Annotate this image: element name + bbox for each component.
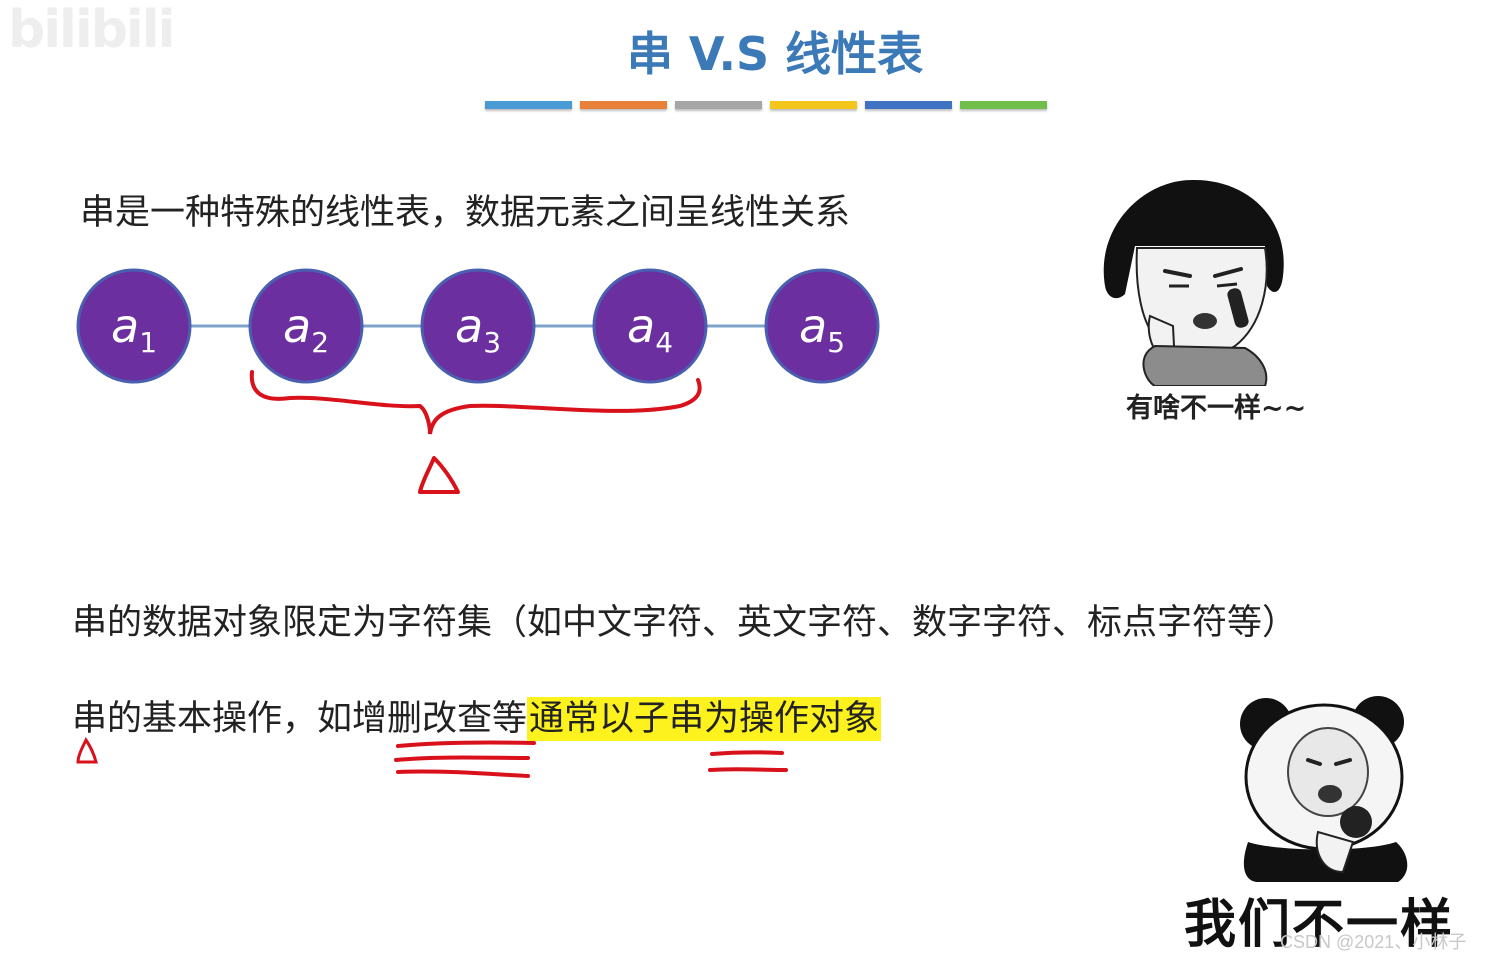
color-bar [675, 101, 762, 109]
meme-face-singing-icon [1103, 179, 1284, 386]
basic-ops-highlight: 通常以子串为操作对象 [527, 697, 882, 741]
basic-ops-prefix: 串的基本操作，如增删改查等 [72, 699, 528, 739]
meme-top-caption: 有啥不一样~~ [1126, 393, 1307, 424]
red-triangle-annotation [418, 456, 460, 494]
red-mark-under-chuan [76, 737, 98, 764]
color-bar [485, 101, 572, 109]
title-color-bars [485, 101, 1047, 109]
red-underline-double [708, 750, 788, 772]
slide-title: 串 V.S 线性表 [626, 27, 924, 81]
red-underline-triple [394, 740, 536, 778]
color-bar [865, 101, 952, 109]
color-bar [960, 101, 1047, 109]
statement-basic-ops: 串的基本操作，如增删改查等通常以子串为操作对象 [72, 690, 882, 741]
node-label-1: a1 [110, 299, 158, 359]
node-label-2: a2 [282, 299, 330, 359]
meme-panda-face-icon [1240, 696, 1408, 882]
color-bar [580, 101, 667, 109]
meme-bottom-caption: 我们不一样 [1184, 895, 1455, 955]
bilibili-logo: bilibili [8, 0, 175, 60]
color-bar [770, 101, 857, 109]
node-label-4: a4 [626, 299, 674, 359]
statement-linear-list: 串是一种特殊的线性表，数据元素之间呈线性关系 [80, 193, 851, 233]
statement-char-set: 串的数据对象限定为字符集（如中文字符、英文字符、数字字符、标点字符等） [72, 603, 1298, 643]
node-label-5: a5 [798, 299, 846, 359]
node-label-3: a3 [454, 299, 502, 359]
csdn-watermark: CSDN @2021、小林子 [1280, 932, 1467, 952]
